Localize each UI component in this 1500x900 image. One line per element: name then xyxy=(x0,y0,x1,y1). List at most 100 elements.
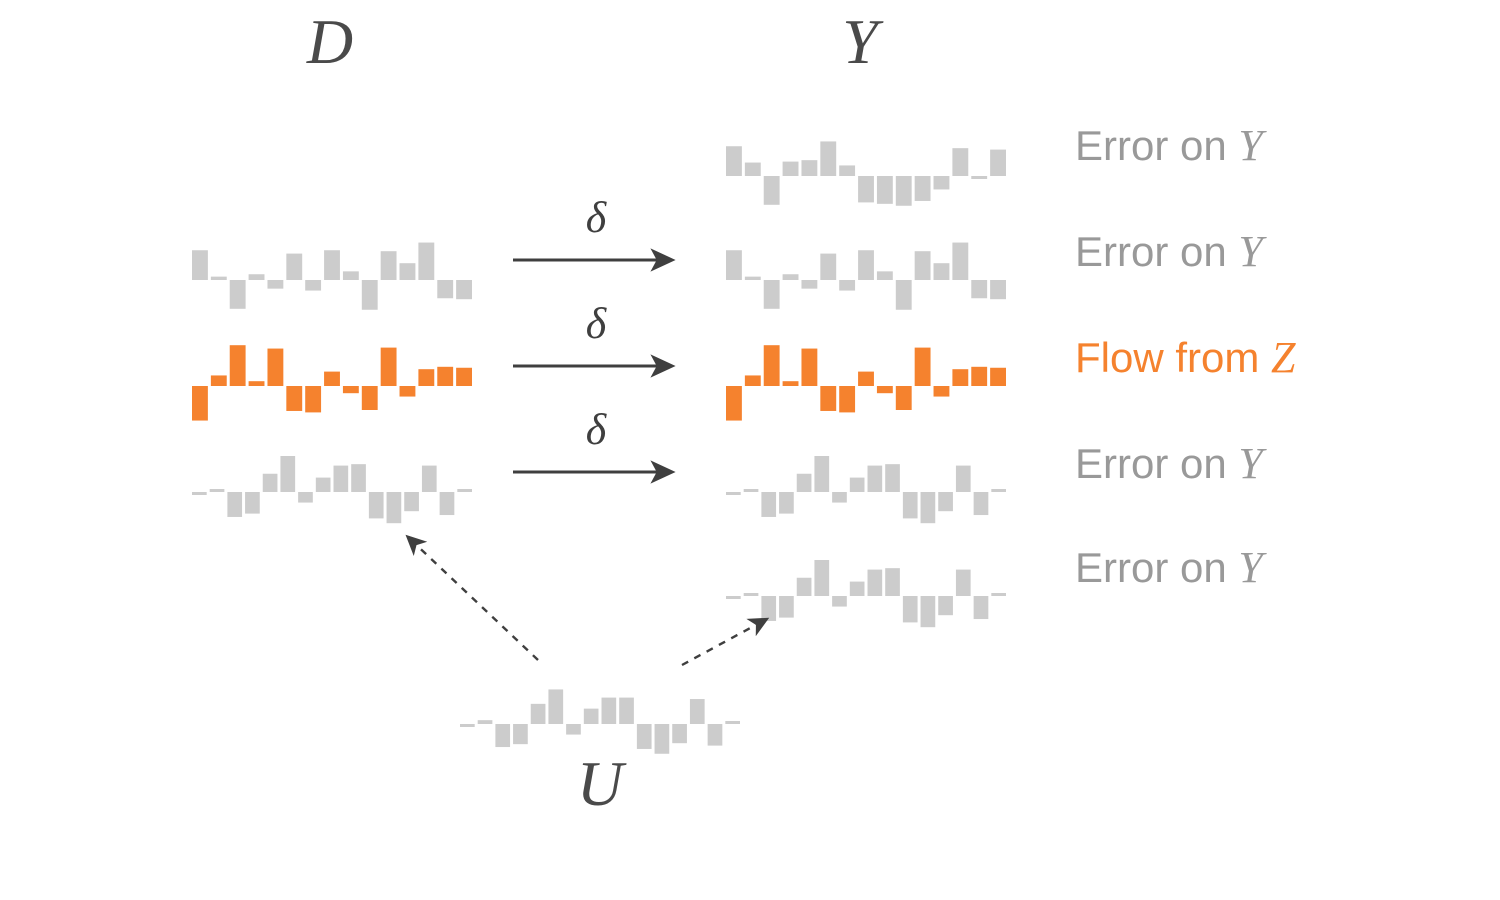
sparkline-bar xyxy=(248,381,265,386)
row-label-text: Error on xyxy=(1075,544,1239,591)
column-title-y: Y xyxy=(842,6,878,77)
sparkline-bar xyxy=(421,465,437,492)
sparkline-bar xyxy=(867,465,883,492)
sparkline-bar xyxy=(895,280,912,310)
sparkline-bar xyxy=(726,146,742,176)
sparkline-bar xyxy=(952,242,969,280)
sparkline-bar xyxy=(858,176,874,203)
sparkline-bar xyxy=(380,251,397,280)
sparkline-bar xyxy=(744,276,761,280)
sparkline-u-confounder xyxy=(460,676,740,772)
sparkline-bar xyxy=(952,369,969,386)
row-label-variable: Z xyxy=(1271,333,1296,382)
sparkline-bar xyxy=(779,596,794,618)
row-label-flow-from-z: Flow from Z xyxy=(1075,336,1296,380)
sparkline-bar xyxy=(914,176,931,201)
sparkline-bar xyxy=(726,596,741,599)
sparkline-bar xyxy=(583,708,599,724)
sparkline-bar xyxy=(636,724,652,749)
sparkline-bar xyxy=(761,596,777,621)
sparkline-bar xyxy=(726,492,741,495)
sparkline-bar xyxy=(885,568,900,596)
sparkline-bar xyxy=(763,280,780,309)
sparkline-bar xyxy=(361,280,378,310)
sparkline-bar xyxy=(280,456,296,492)
sparkline-bar xyxy=(820,386,837,411)
sparkline-bar xyxy=(933,386,950,397)
sparkline-bar xyxy=(832,596,847,607)
sparkline-bar xyxy=(298,492,313,503)
sparkline-bar xyxy=(210,276,227,280)
sparkline-bar xyxy=(418,242,435,280)
sparkline-bar xyxy=(820,141,837,176)
sparkline-bar xyxy=(192,492,207,495)
sparkline-y-row5 xyxy=(726,548,1006,644)
sparkline-bar xyxy=(267,280,284,289)
row-label-error-on-y-1: Error on Y xyxy=(1075,124,1263,168)
sparkline-bar xyxy=(973,596,989,620)
sparkline-bar xyxy=(248,274,265,280)
u-to-d-arrow xyxy=(405,534,539,661)
sparkline-svg xyxy=(726,141,1006,206)
row-label-error-on-y-3: Error on Y xyxy=(1075,442,1263,486)
sparkline-bar xyxy=(761,492,777,517)
sparkline-bar xyxy=(324,250,340,280)
sparkline-bar xyxy=(876,271,893,280)
sparkline-bar xyxy=(209,489,225,492)
sparkline-bar xyxy=(456,280,472,300)
sparkline-d-row4 xyxy=(192,444,472,540)
row-label-variable: Y xyxy=(1238,439,1263,488)
sparkline-bar xyxy=(763,176,780,205)
sparkline-bar xyxy=(990,149,1006,176)
row-label-text: Error on xyxy=(1075,440,1239,487)
column-title-d: D xyxy=(306,6,354,77)
sparkline-bar xyxy=(418,369,435,386)
sparkline-bar xyxy=(707,724,723,746)
sparkline-bar xyxy=(801,348,818,386)
sparkline-bar xyxy=(457,489,472,492)
sparkline-bar xyxy=(477,720,493,724)
sparkline-bar xyxy=(386,492,402,524)
sparkline-bar xyxy=(262,473,278,492)
sparkline-bar xyxy=(689,699,705,724)
sparkline-bar xyxy=(342,386,359,394)
sparkline-bar xyxy=(513,724,528,745)
sparkline-bar xyxy=(920,596,936,628)
sparkline-bar xyxy=(229,345,246,386)
row-label-variable: Y xyxy=(1238,121,1263,170)
sparkline-bar xyxy=(566,724,581,735)
sparkline-y-row4 xyxy=(726,444,1006,540)
sparkline-bar xyxy=(245,492,260,514)
sparkline-d-row3-flow xyxy=(192,338,472,434)
sparkline-bar xyxy=(782,274,799,280)
sparkline-bar xyxy=(991,489,1006,492)
sparkline-bar xyxy=(849,477,865,492)
sparkline-svg xyxy=(460,689,740,754)
sparkline-svg xyxy=(726,242,1006,310)
row-label-text: Error on xyxy=(1075,228,1239,275)
sparkline-bar xyxy=(876,386,893,394)
sparkline-bar xyxy=(324,371,340,386)
sparkline-bar xyxy=(832,492,847,503)
row-label-text: Error on xyxy=(1075,122,1239,169)
sparkline-bar xyxy=(399,386,416,397)
sparkline-bar xyxy=(456,367,472,386)
sparkline-bar xyxy=(876,176,893,204)
row-label-variable: Y xyxy=(1238,227,1263,276)
sparkline-bar xyxy=(744,375,761,386)
sparkline-bar xyxy=(902,492,918,519)
row-label-text: Flow from xyxy=(1075,334,1272,381)
sparkline-bar xyxy=(971,280,988,299)
sparkline-bar xyxy=(914,251,931,280)
sparkline-svg xyxy=(726,456,1006,524)
sparkline-bar xyxy=(404,492,419,512)
sparkline-bar xyxy=(782,381,799,386)
sparkline-bar xyxy=(902,596,918,623)
sparkline-bar xyxy=(971,176,988,179)
sparkline-bar xyxy=(305,386,322,413)
sparkline-bar xyxy=(725,721,740,724)
sparkline-bar xyxy=(437,280,454,299)
sparkline-bar xyxy=(920,492,936,524)
sparkline-bar xyxy=(460,724,475,727)
